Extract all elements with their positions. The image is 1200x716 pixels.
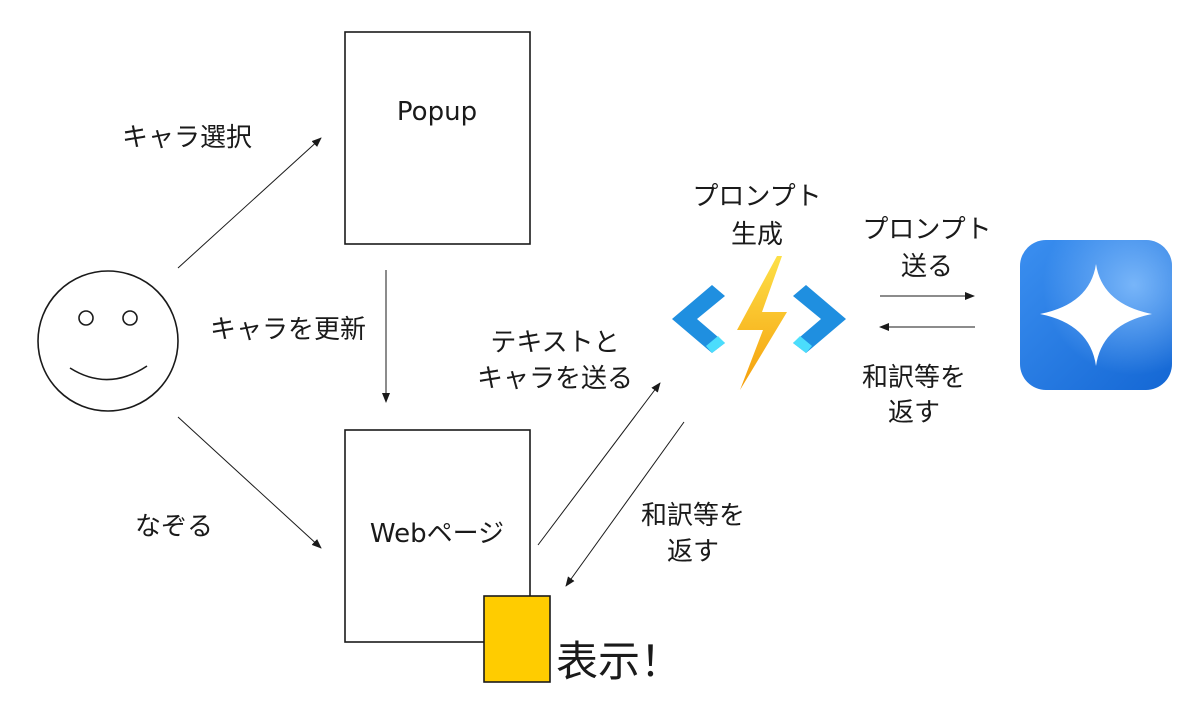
popup-label: Popup bbox=[397, 97, 477, 127]
arrow-webpage-to-function bbox=[537, 382, 661, 546]
arrow-function-to-webpage bbox=[565, 421, 685, 587]
label-return-mid-line1: 和訳等を bbox=[641, 501, 745, 531]
label-return-right-line2: 返す bbox=[888, 398, 940, 428]
label-prompt-gen-line2: 生成 bbox=[731, 220, 783, 250]
label-chara-select: キャラ選択 bbox=[122, 123, 252, 153]
webpage-label: Webページ bbox=[370, 519, 504, 549]
smiley-face-icon bbox=[37, 270, 179, 412]
label-prompt-gen-line1: プロンプト bbox=[692, 182, 821, 212]
label-chara-update: キャラを更新 bbox=[210, 315, 366, 345]
arrow-user-to-webpage bbox=[177, 416, 322, 549]
label-send-text-line1: テキストと bbox=[490, 328, 619, 358]
azure-functions-icon bbox=[672, 256, 846, 390]
label-send-text-line2: キャラを送る bbox=[477, 364, 633, 394]
popup-box bbox=[344, 31, 531, 245]
arrow-user-to-popup bbox=[177, 137, 322, 269]
display-label: 表示！ bbox=[556, 637, 682, 686]
label-trace: なぞる bbox=[135, 512, 213, 542]
label-send-prompt-line2: 送る bbox=[901, 252, 953, 282]
gemini-sparkle-icon bbox=[1020, 240, 1172, 390]
display-box bbox=[483, 595, 551, 683]
label-return-mid-line2: 返す bbox=[667, 537, 719, 567]
label-send-prompt-line1: プロンプト bbox=[862, 215, 991, 245]
label-return-right-line1: 和訳等を bbox=[862, 363, 966, 393]
